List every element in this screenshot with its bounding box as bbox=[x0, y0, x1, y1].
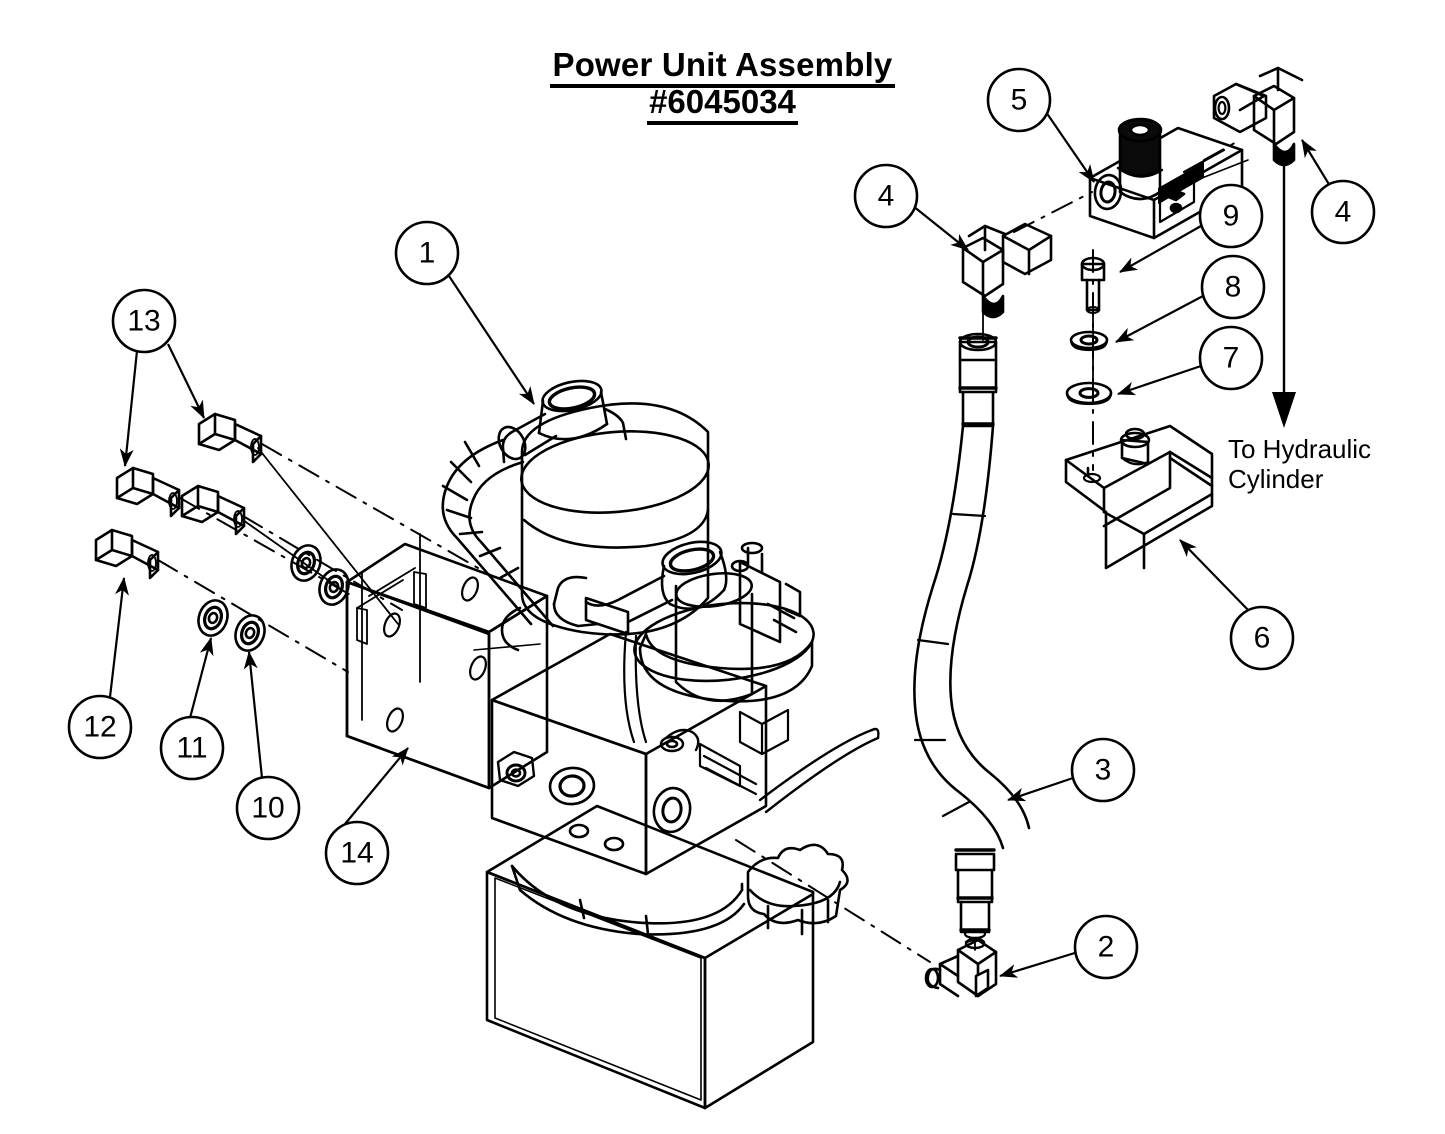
balloon-label-2: 2 bbox=[1098, 931, 1115, 964]
leader-4b bbox=[1301, 139, 1331, 187]
balloon-label-8: 8 bbox=[1225, 271, 1242, 304]
balloon-9[interactable]: 9 bbox=[1198, 183, 1264, 249]
elbow-fitting-right bbox=[1212, 66, 1304, 167]
balloon-11[interactable]: 11 bbox=[159, 715, 225, 781]
leader-8 bbox=[1115, 295, 1204, 343]
leader-1 bbox=[448, 275, 535, 405]
hydraulic-cylinder-note: To Hydraulic Cylinder bbox=[1228, 434, 1438, 495]
balloon-12[interactable]: 12 bbox=[67, 694, 133, 760]
balloon-label-6: 6 bbox=[1254, 622, 1271, 655]
leader-7 bbox=[1117, 364, 1202, 396]
elbow-fitting-left bbox=[961, 222, 1053, 319]
hex-bolt-upper-b bbox=[115, 466, 181, 518]
leader-3 bbox=[1007, 776, 1074, 802]
balloon-5[interactable]: 5 bbox=[986, 67, 1052, 133]
balloon-6[interactable]: 6 bbox=[1229, 605, 1295, 671]
right-assembly-axes bbox=[735, 139, 1241, 963]
leader-6 bbox=[1179, 539, 1251, 613]
hydraulic-note-line-2: Cylinder bbox=[1228, 464, 1324, 495]
leader-13a bbox=[119, 350, 139, 467]
balloon-label-1: 1 bbox=[419, 237, 436, 270]
balloon-3[interactable]: 3 bbox=[1070, 737, 1136, 803]
balloon-label-7: 7 bbox=[1223, 342, 1240, 375]
leader-9 bbox=[1119, 225, 1202, 273]
balloon-label-13: 13 bbox=[127, 305, 160, 338]
mounting-bracket bbox=[1064, 424, 1214, 570]
washer-small-right bbox=[234, 614, 266, 652]
balloon-2[interactable]: 2 bbox=[1073, 914, 1139, 980]
leader-2 bbox=[999, 950, 1079, 978]
flat-washer bbox=[1065, 381, 1113, 406]
balloon-14[interactable]: 14 bbox=[324, 820, 390, 886]
lower-elbow-fitting bbox=[924, 936, 998, 998]
balloon-label-12: 12 bbox=[83, 711, 116, 744]
leader-5 bbox=[1045, 111, 1095, 183]
balloon-label-9: 9 bbox=[1223, 200, 1240, 233]
page-title-text: Power Unit Assembly bbox=[550, 47, 895, 88]
balloon-label-3: 3 bbox=[1095, 754, 1112, 787]
leader-12 bbox=[108, 577, 129, 698]
balloon-label-11: 11 bbox=[176, 732, 207, 765]
leader-4a bbox=[912, 205, 969, 251]
hex-bolt-lower-left bbox=[94, 528, 160, 580]
hex-bolt-middle bbox=[180, 484, 246, 536]
balloon-7[interactable]: 7 bbox=[1198, 325, 1264, 391]
balloon-label-4-right: 4 bbox=[1335, 196, 1352, 229]
balloon-1[interactable]: 1 bbox=[394, 220, 460, 286]
leader-10 bbox=[243, 651, 264, 779]
pump-motor-unit bbox=[441, 379, 880, 1110]
hydraulic-note-line-1: To Hydraulic bbox=[1228, 434, 1372, 464]
mounting-plate bbox=[345, 533, 549, 790]
balloon-label-4-left: 4 bbox=[878, 180, 895, 213]
balloon-label-5: 5 bbox=[1011, 84, 1028, 117]
balloon-8[interactable]: 8 bbox=[1200, 254, 1266, 320]
leader-11 bbox=[188, 637, 214, 719]
leader-14 bbox=[344, 747, 409, 825]
leader-13b bbox=[167, 343, 205, 419]
balloon-4-left[interactable]: 4 bbox=[853, 163, 919, 229]
balloon-10[interactable]: 10 bbox=[235, 775, 301, 841]
hydraulic-hose bbox=[913, 332, 1031, 940]
hex-bolt-upper-a bbox=[197, 412, 263, 464]
lock-washer bbox=[1069, 330, 1109, 352]
part-number-text: #6045034 bbox=[647, 84, 798, 125]
balloon-label-10: 10 bbox=[251, 792, 284, 825]
balloon-4-right[interactable]: 4 bbox=[1310, 179, 1376, 245]
leader-lines bbox=[108, 111, 1331, 978]
balloon-label-14: 14 bbox=[340, 837, 373, 870]
washer-small-left bbox=[197, 599, 229, 637]
assembly-guide-lines bbox=[242, 447, 399, 625]
assembly-axis-lines bbox=[157, 443, 493, 673]
balloon-group: 1 2 3 4 4 5 6 bbox=[67, 67, 1376, 980]
to-hydraulic-cylinder-arrow bbox=[1272, 160, 1296, 428]
part-number: #6045034 bbox=[0, 83, 1445, 125]
page-title: Power Unit Assembly bbox=[0, 46, 1445, 88]
balloon-13[interactable]: 13 bbox=[111, 288, 177, 354]
